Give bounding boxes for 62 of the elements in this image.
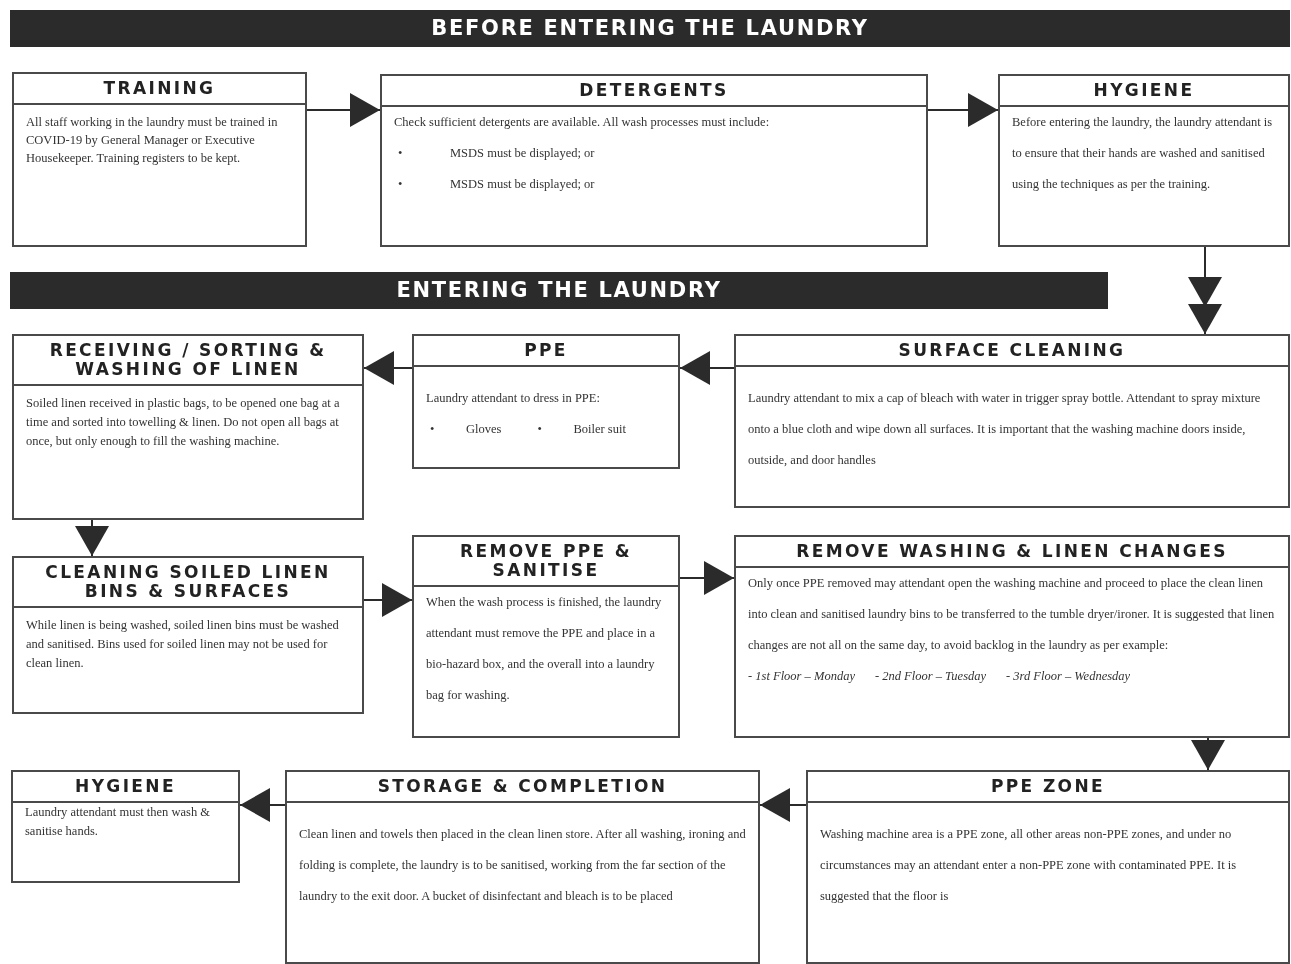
box-heading: RECEIVING / SORTING & WASHING OF LINEN (48, 341, 328, 379)
box-heading: SURFACE CLEANING (898, 341, 1126, 360)
box-heading: HYGIENE (75, 777, 176, 796)
schedule-item: - 3rd Floor – Wednesday (1006, 668, 1131, 685)
process-box (412, 334, 680, 469)
process-box (380, 74, 928, 247)
box-text: Before entering the laundry, the laundry attendant is to ensure that their hands are washed and sanitised using the techniques as per the training. (1012, 114, 1274, 193)
flow-arrow (1188, 246, 1222, 335)
flow-arrow (363, 583, 413, 617)
box-text: Laundry attendant must then wash & sanitise hands. (25, 804, 212, 840)
box-heading: TRAINING (103, 79, 216, 98)
box-text: Only once PPE removed may attendant open the washing machine and proceed to place the clean linen into clean and sanitised laundry bins to be transferred to the tumble dryer/ironer. It is suggested that linen changes are not all on the same day, to avoid backlog in the laundry as per example: (748, 575, 1276, 654)
box-text: Laundry attendant to dress in PPE: (426, 390, 601, 407)
process-box (12, 72, 307, 247)
process-box (12, 334, 364, 520)
bullet-mark: • (429, 421, 436, 438)
section-banner (10, 272, 1108, 309)
bullet-item: MSDS must be displayed; or (450, 145, 595, 162)
box-heading: STORAGE & COMPLETION (377, 777, 668, 796)
process-box (998, 74, 1290, 247)
flow-arrow (306, 93, 381, 127)
box-text: While linen is being washed, soiled linen bins must be washed and sanitised. Bins used for soiled linen may not be used for clean linen. (26, 617, 340, 672)
box-text: Soiled linen received in plastic bags, to be opened one bag at a time and sorted into towelling & linen. Do not open all bags at once, but only enough to fill the washing machine. (26, 395, 341, 450)
flow-arrow (759, 788, 807, 822)
box-text: All staff working in the laundry must be trained in COVID-19 by General Manager or Executive Housekeeper. Training registers to be kept. (26, 114, 279, 167)
bullet-item: MSDS must be displayed; or (450, 176, 595, 193)
schedule-item: - 2nd Floor – Tuesday (874, 668, 987, 685)
section-banner (10, 10, 1290, 47)
schedule-item: - 1st Floor – Monday (748, 668, 855, 685)
bullet-mark: • (397, 145, 404, 162)
process-box (412, 535, 680, 738)
box-heading: REMOVE WASHING & LINEN CHANGES (796, 542, 1228, 561)
bullet-item: Boiler suit (573, 421, 626, 438)
bullet-mark: • (536, 421, 543, 438)
box-text: Clean linen and towels then placed in the clean linen store. After all washing, ironing and folding is complete, the laundry is to be sanitised, working from the far section of the laundry to the exit door. A bucket of disinfectant and bleach is to be placed (299, 826, 746, 905)
bullet-item: Gloves (466, 421, 502, 438)
box-text: Washing machine area is a PPE zone, all other areas non-PPE zones, and under no circumstances may an attendant enter a non-PPE zone with contaminated PPE. It is suggested that the floor is (820, 826, 1238, 905)
flow-arrow (239, 788, 286, 822)
process-box (734, 334, 1290, 508)
flow-arrow (75, 519, 109, 557)
box-heading: DETERGENTS (579, 81, 729, 100)
process-box (285, 770, 760, 964)
box-heading: HYGIENE (1093, 81, 1195, 100)
bullet-mark: • (397, 176, 404, 193)
flow-arrow (363, 351, 413, 385)
box-heading: PPE ZONE (990, 777, 1106, 796)
box-heading: REMOVE PPE & SANITISE (458, 542, 634, 580)
process-box (806, 770, 1290, 964)
box-text: When the wash process is finished, the laundry attendant must remove the PPE and place in a bio-hazard box, and the overall into a laundry bag for washing. (426, 594, 663, 704)
process-box (12, 556, 364, 714)
banner-title: ENTERING THE LAUNDRY (396, 276, 722, 304)
box-heading: CLEANING SOILED LINEN BINS & SURFACES (44, 563, 332, 601)
box-text: Check sufficient detergents are available. All wash processes must include: (394, 114, 771, 131)
banner-title: BEFORE ENTERING THE LAUNDRY (431, 14, 869, 42)
process-box (11, 770, 240, 883)
flow-arrow (1191, 737, 1225, 771)
box-heading: PPE (524, 341, 568, 360)
box-text: Laundry attendant to mix a cap of bleach with water in trigger spray bottle. Attendant to spray mixture onto a blue cloth and wipe down all surfaces. It is important that the washing machine doors inside, outside, and door handles (748, 390, 1262, 469)
flow-arrow (679, 351, 735, 385)
process-box (734, 535, 1290, 738)
flow-arrow (927, 93, 999, 127)
flow-arrow (679, 561, 735, 595)
